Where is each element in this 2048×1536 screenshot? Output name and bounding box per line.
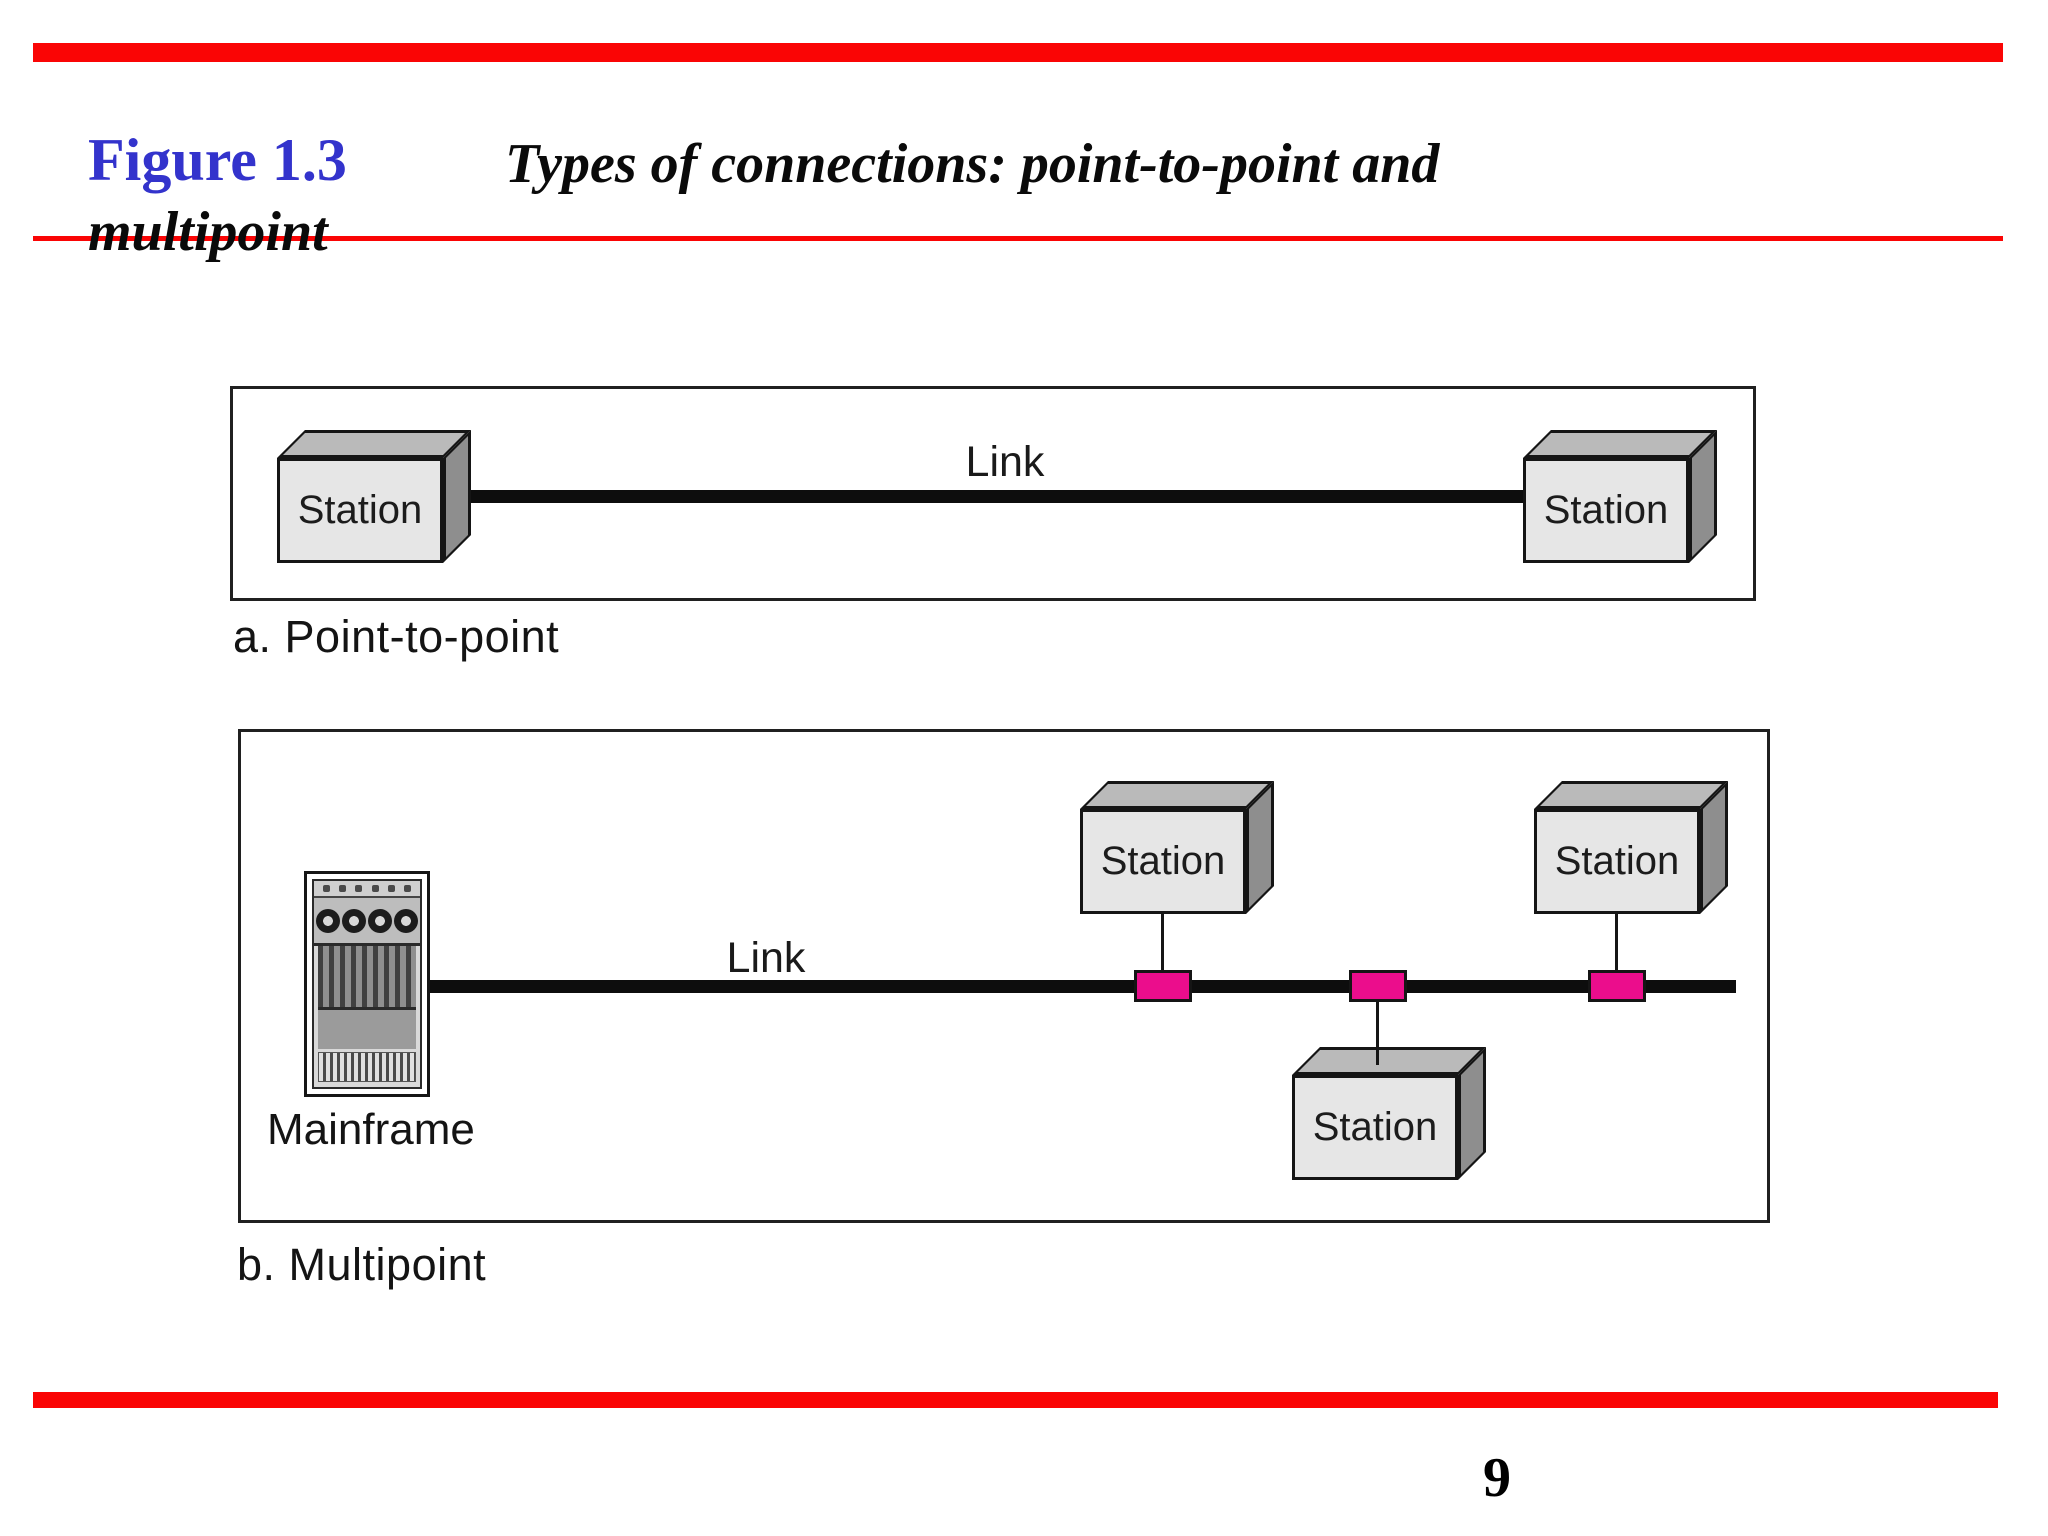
station-label: Station <box>1534 809 1700 914</box>
drop-line-right <box>1615 914 1618 972</box>
station-top-face <box>277 430 471 458</box>
page-number: 9 <box>1483 1447 1511 1509</box>
caption-multipoint: b. Multipoint <box>237 1239 487 1290</box>
tap-connector-2 <box>1349 970 1407 1002</box>
mainframe-rack-bars <box>318 946 416 1010</box>
drop-line-left <box>1161 914 1164 972</box>
station-top-face <box>1523 430 1717 458</box>
link-label: Link <box>726 934 806 982</box>
station-label: Station <box>1292 1075 1458 1180</box>
mainframe-vent-grille <box>318 1052 416 1082</box>
figure-title-line2: multipoint <box>88 201 328 263</box>
station-box-bottom: Station <box>1292 1047 1486 1180</box>
bottom-accent-bar <box>33 1392 1998 1408</box>
caption-point-to-point: a. Point-to-point <box>233 611 560 662</box>
vent-hole <box>403 885 411 892</box>
tape-reel-icon <box>342 908 366 933</box>
vent-hole <box>387 885 395 892</box>
station-box-top-left: Station <box>1080 781 1274 914</box>
drop-line-bottom <box>1376 1002 1379 1065</box>
tape-reel-icon <box>316 908 340 933</box>
station-top-face <box>1534 781 1728 809</box>
mainframe-tape-reels <box>314 898 420 946</box>
station-box-left: Station <box>277 430 471 563</box>
figure-label: Figure 1.3 <box>88 127 347 193</box>
mainframe-cabinet <box>312 879 422 1089</box>
station-box-right: Station <box>1523 430 1717 563</box>
station-top-face <box>1080 781 1274 809</box>
link-label: Link <box>965 438 1045 486</box>
link-line <box>440 490 1526 503</box>
mainframe-label: Mainframe <box>267 1105 475 1154</box>
station-top-face <box>1292 1047 1486 1075</box>
vent-hole <box>339 885 347 892</box>
tape-reel-icon <box>394 908 418 933</box>
station-label: Station <box>1523 458 1689 563</box>
station-label: Station <box>277 458 443 563</box>
mainframe-icon <box>304 871 430 1097</box>
vent-hole <box>371 885 379 892</box>
vent-hole <box>355 885 363 892</box>
diagram-point-to-point: Link Station Station <box>230 386 1756 601</box>
figure-title-line1: Types of connections: point-to-point and <box>505 133 1440 195</box>
title-underline-rule <box>33 236 2003 241</box>
diagram-multipoint: Link <box>238 729 1770 1223</box>
top-accent-bar <box>33 43 2003 62</box>
tap-connector-1 <box>1134 970 1192 1002</box>
station-label: Station <box>1080 809 1246 914</box>
station-box-top-right: Station <box>1534 781 1728 914</box>
tap-connector-3 <box>1588 970 1646 1002</box>
mainframe-panel <box>318 1010 416 1049</box>
vent-hole <box>323 885 331 892</box>
tape-reel-icon <box>368 908 392 933</box>
mainframe-vents <box>314 881 420 898</box>
link-line <box>427 980 1736 993</box>
